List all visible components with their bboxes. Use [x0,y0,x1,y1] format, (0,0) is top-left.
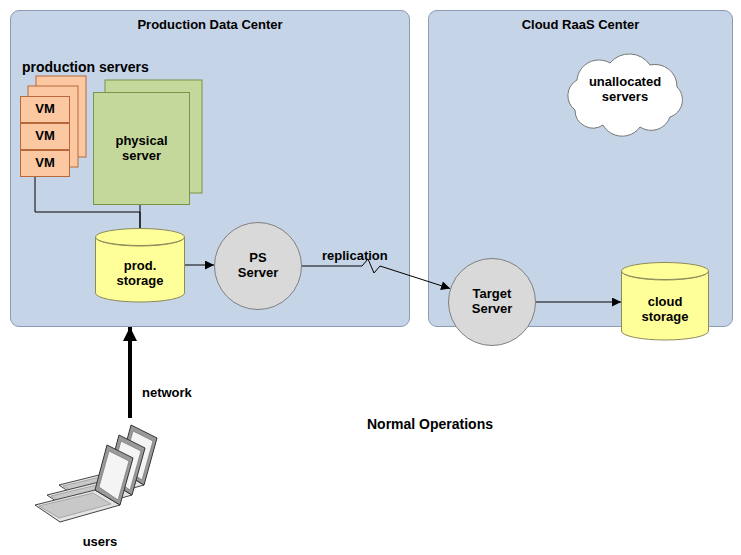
node-label: cloud storage [635,295,695,325]
users-group: users [25,418,175,552]
node-label: physical server [102,134,182,164]
connector-arrow [185,265,214,266]
node-label: unallocated servers [575,75,675,105]
server-box: physical server [93,92,190,205]
node-label: prod. storage [109,259,171,289]
cloud-shape: unallocated servers [555,45,695,135]
laptop-icon [35,445,133,522]
laptops-icon [25,418,175,552]
node-label: VM [35,129,55,144]
server-back-card [105,80,202,193]
vm-box: VM [20,150,70,177]
vm-back-card [28,86,78,167]
cloud-outline [568,54,683,136]
server-circle: PS Server [214,222,302,310]
panel-title: Production Data Center [11,17,409,32]
server-circle: Target Server [448,258,536,346]
connector-line [35,177,140,228]
connector-arrow [128,327,132,418]
cylinder-top [622,263,709,280]
panel-title: Cloud RaaS Center [429,17,732,32]
node-label: users [83,535,118,550]
vm-box: VM [20,96,70,123]
connector-line [140,205,141,228]
caption: Normal Operations [367,416,493,432]
data-center-panel: Production Data CenterVM VM VM physical ser… [10,10,410,327]
node-label: VM [35,102,55,117]
node-label: PS Server [228,251,288,281]
node-label: Target Server [462,287,522,317]
connector-arrow [536,302,621,303]
node-label: VM [35,156,55,171]
cylinder-body [96,237,185,302]
edge-label: replication [322,249,388,264]
cylinder-top [96,229,185,246]
connector-arrow [302,259,450,289]
cloud-center-panel: Cloud RaaS Center unallocated serversTarg… [428,10,733,327]
storage-cylinder: cloud storage [621,262,709,340]
vm-box: VM [20,123,70,150]
storage-cylinder: prod. storage [95,228,185,302]
edge-label: network [142,386,192,401]
group-label: production servers [22,59,149,75]
cylinder-body [622,271,709,340]
